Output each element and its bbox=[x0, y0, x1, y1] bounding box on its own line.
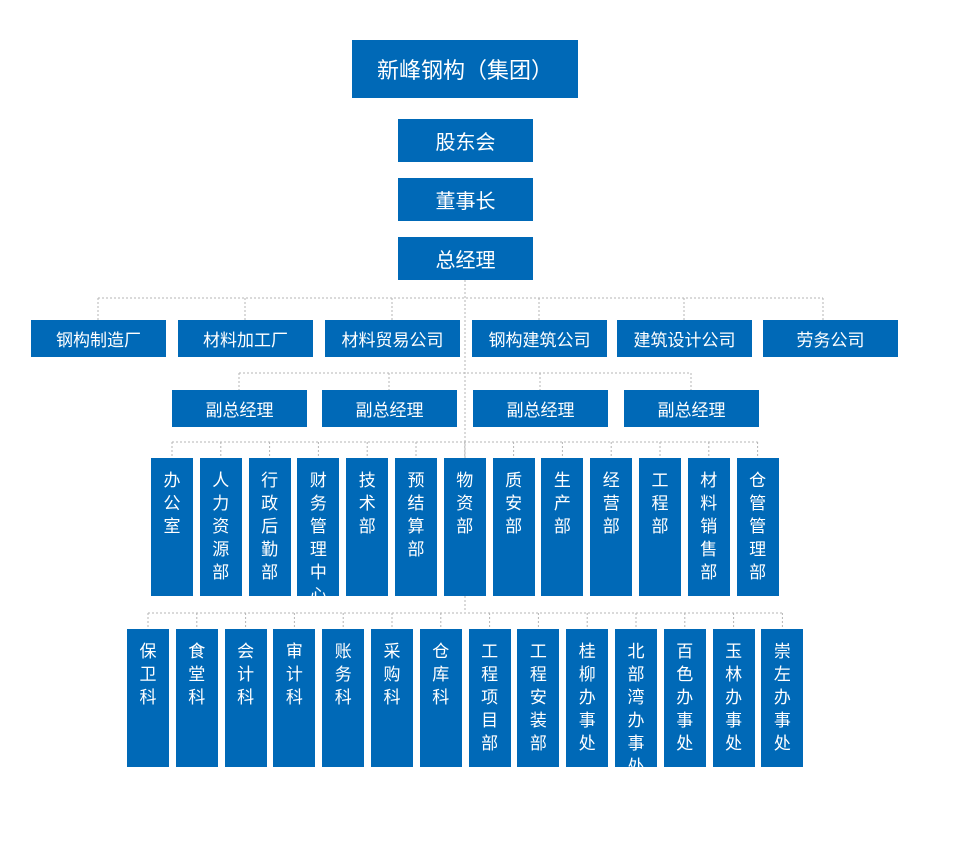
node-department: 经营部 bbox=[590, 458, 633, 596]
node-section: 仓库科 bbox=[419, 629, 462, 767]
node-section: 审计科 bbox=[273, 629, 316, 767]
node-chairman: 董事长 bbox=[398, 178, 533, 221]
node-section: 崇左办事处 bbox=[761, 629, 804, 767]
node-company: 钢构制造厂 bbox=[31, 320, 166, 357]
node-deputy-gm: 副总经理 bbox=[473, 390, 608, 427]
node-section: 保卫科 bbox=[127, 629, 169, 767]
node-section: 账务科 bbox=[322, 629, 365, 767]
node-section: 工程安装部 bbox=[517, 629, 560, 767]
node-section: 百色办事处 bbox=[663, 629, 706, 767]
node-company: 材料加工厂 bbox=[178, 320, 313, 357]
node-deputy-gm: 副总经理 bbox=[624, 390, 759, 427]
node-section: 采购科 bbox=[371, 629, 413, 767]
node-company: 材料贸易公司 bbox=[325, 320, 460, 357]
node-general-manager: 总经理 bbox=[398, 237, 533, 280]
node-department: 物资部 bbox=[443, 458, 486, 596]
node-company: 钢构建筑公司 bbox=[472, 320, 607, 357]
node-section: 食堂科 bbox=[175, 629, 218, 767]
node-section: 桂柳办事处 bbox=[566, 629, 609, 767]
node-section: 玉林办事处 bbox=[712, 629, 755, 767]
node-company: 劳务公司 bbox=[763, 320, 898, 357]
node-department: 工程部 bbox=[639, 458, 681, 596]
node-department: 技术部 bbox=[346, 458, 389, 596]
node-deputy-gm: 副总经理 bbox=[322, 390, 457, 427]
node-section: 北部湾办事处 bbox=[615, 629, 657, 777]
node-department: 办公室 bbox=[151, 458, 193, 596]
node-company: 建筑设计公司 bbox=[617, 320, 752, 357]
node-group-top: 新峰钢构（集团） bbox=[352, 40, 578, 98]
node-shareholders: 股东会 bbox=[398, 119, 533, 162]
node-department: 人力资源部 bbox=[199, 458, 242, 596]
node-section: 工程项目部 bbox=[468, 629, 511, 767]
node-section: 会计科 bbox=[224, 629, 267, 767]
node-department: 生产部 bbox=[541, 458, 584, 596]
node-department: 预结算部 bbox=[395, 458, 437, 596]
node-deputy-gm: 副总经理 bbox=[172, 390, 307, 427]
node-department: 材料销售部 bbox=[687, 458, 730, 596]
node-department: 仓管管理部 bbox=[736, 458, 779, 596]
node-department: 质安部 bbox=[492, 458, 535, 596]
node-department: 财务管理中心 bbox=[297, 458, 340, 606]
node-department: 行政后勤部 bbox=[248, 458, 291, 596]
